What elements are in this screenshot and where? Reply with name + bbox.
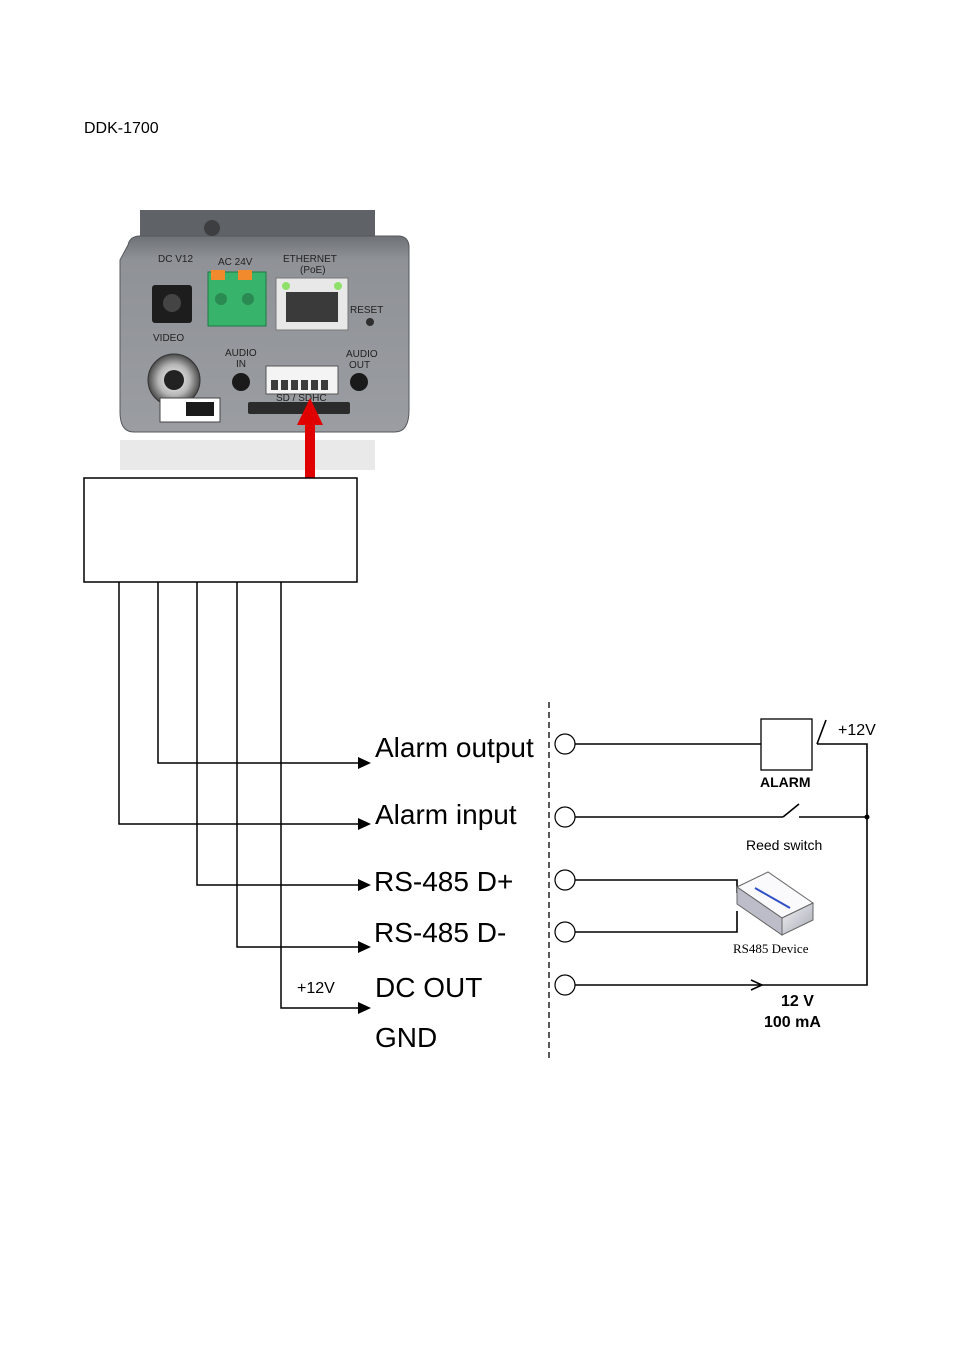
gnd-label: GND — [375, 1022, 437, 1053]
reed-switch-label: Reed switch — [746, 837, 822, 853]
sd-label: SD / SDHC — [276, 393, 327, 404]
rs485-plus-label: RS-485 D+ — [374, 866, 513, 897]
connector-box — [83, 477, 358, 583]
ethernet-label: ETHERNET — [283, 254, 337, 265]
camera-rear-panel: DC V12 AC 24V ETHERNET (PoE) RESET VIDEO… — [119, 210, 410, 470]
audio-out-label: AUDIO — [346, 349, 378, 360]
audio-in-label: AUDIO — [225, 348, 257, 359]
dc-label: DC V12 — [158, 254, 193, 265]
wire-arrowheads — [358, 757, 371, 1014]
audio-in-label-2: IN — [236, 359, 246, 370]
supply-voltage-label: +12V — [838, 722, 876, 739]
dc-out-label: DC OUT — [375, 972, 482, 1003]
reset-label: RESET — [350, 305, 383, 316]
terminal-circles — [554, 733, 576, 996]
alarm-label: ALARM — [760, 774, 811, 790]
ac-label: AC 24V — [218, 257, 253, 268]
model-name: DDK-1700 — [84, 120, 159, 137]
rs485-device — [736, 871, 814, 936]
alarm-output-label: Alarm output — [375, 732, 534, 763]
poe-label: (PoE) — [300, 265, 326, 276]
audio-out-label-2: OUT — [349, 360, 370, 371]
dc-out-voltage: +12V — [297, 980, 335, 997]
junction-dot — [864, 814, 870, 820]
rs485-minus-label: RS-485 D- — [374, 917, 506, 948]
alarm-input-label: Alarm input — [375, 799, 517, 830]
red-arrow — [297, 398, 323, 478]
alarm-device — [760, 718, 813, 771]
signal-wires — [118, 582, 360, 1009]
external-wires — [575, 719, 868, 991]
output-voltage: 12 V — [781, 993, 814, 1010]
video-label: VIDEO — [153, 333, 184, 344]
output-current: 100 mA — [764, 1014, 821, 1031]
rs485-device-label: RS485 Device — [733, 941, 809, 956]
